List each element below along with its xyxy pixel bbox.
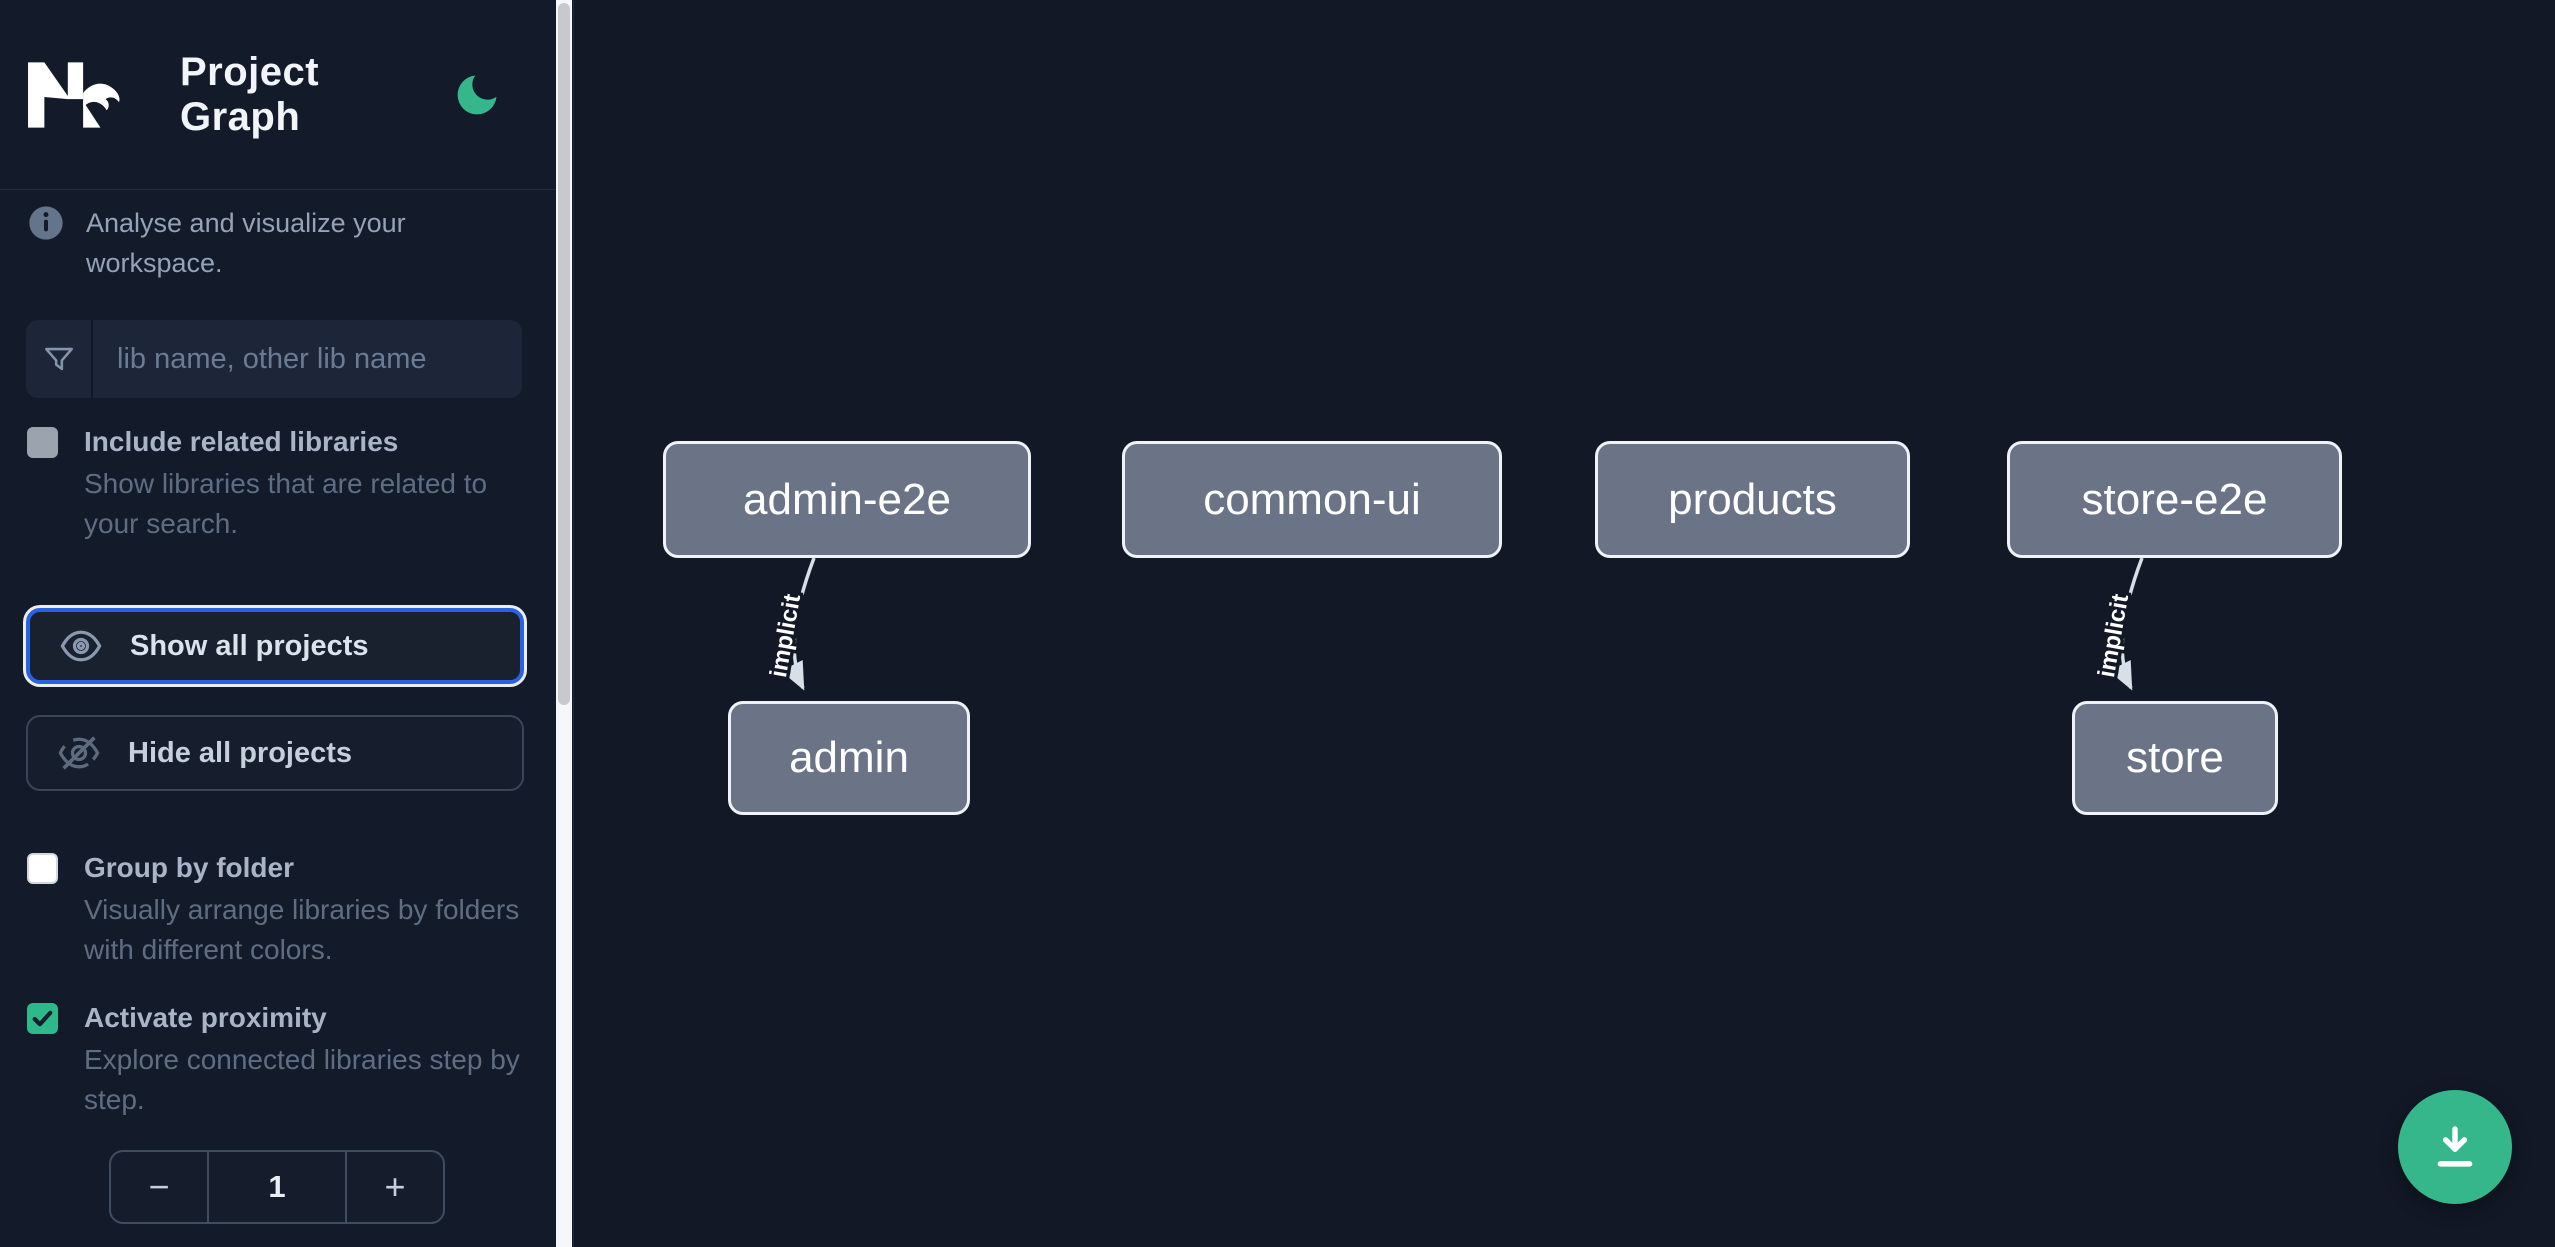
theme-toggle-button[interactable] <box>449 66 506 124</box>
graph-edges: implicit implicit <box>762 557 2144 691</box>
sidebar: Project Graph Analyse and visualize your… <box>0 0 573 1247</box>
toggle-label: Group by folder <box>84 852 294 883</box>
sidebar-header: Project Graph <box>0 0 556 190</box>
toggle-activate-proximity: Activate proximity Explore connected lib… <box>27 1000 527 1120</box>
download-image-button[interactable] <box>2398 1090 2512 1204</box>
info-text: Analyse and visualize your workspace. <box>86 208 406 278</box>
toggle-description: Visually arrange libraries by folders wi… <box>84 894 520 965</box>
decrement-button[interactable]: − <box>111 1152 207 1222</box>
activate-proximity-checkbox[interactable] <box>27 1003 58 1034</box>
toggle-label: Include related libraries <box>84 426 399 457</box>
toggle-description: Explore connected libraries step by step… <box>84 1044 520 1115</box>
checkmark-icon <box>32 1010 53 1027</box>
show-all-projects-button[interactable]: Show all projects <box>26 608 524 684</box>
include-related-checkbox[interactable] <box>27 427 58 458</box>
graph-canvas[interactable]: implicit implicit admin-e2e common-ui pr… <box>573 0 2555 1247</box>
graph-node-admin[interactable]: admin <box>728 701 970 815</box>
graph-node-admin-e2e[interactable]: admin-e2e <box>663 441 1031 558</box>
graph-node-store-e2e[interactable]: store-e2e <box>2007 441 2342 558</box>
proximity-depth-value: 1 <box>207 1152 347 1222</box>
eye-icon <box>60 630 102 662</box>
show-all-projects-label: Show all projects <box>130 629 369 662</box>
toggle-include-related: Include related libraries Show libraries… <box>27 424 527 544</box>
filter-funnel-icon <box>26 320 93 398</box>
hide-all-projects-label: Hide all projects <box>128 736 353 769</box>
moon-icon <box>457 75 497 114</box>
search-input[interactable] <box>93 320 522 398</box>
toggle-group-by-folder: Group by folder Visually arrange librari… <box>27 850 527 970</box>
edge-label-implicit: implicit <box>765 592 806 679</box>
eye-off-icon <box>58 736 100 770</box>
toggle-description: Show libraries that are related to your … <box>84 468 488 539</box>
search-box <box>26 320 522 398</box>
edge-store-e2e-to-store <box>2108 557 2144 691</box>
graph-node-common-ui[interactable]: common-ui <box>1122 441 1502 558</box>
info-icon <box>29 206 63 240</box>
toggle-label: Activate proximity <box>84 1002 327 1033</box>
edge-admin-e2e-to-admin <box>780 557 816 691</box>
download-icon <box>2437 1126 2473 1167</box>
graph-node-store[interactable]: store <box>2072 701 2278 815</box>
sidebar-scrollbar-thumb[interactable] <box>558 3 570 705</box>
graph-node-products[interactable]: products <box>1595 441 1910 558</box>
hide-all-projects-button[interactable]: Hide all projects <box>26 715 524 791</box>
increment-button[interactable]: + <box>347 1152 443 1222</box>
workspace-info: Analyse and visualize your workspace. <box>26 203 526 283</box>
proximity-depth-stepper: − 1 + <box>109 1150 445 1224</box>
page-title: Project Graph <box>180 49 320 139</box>
sidebar-scrollbar[interactable] <box>556 0 572 1247</box>
group-by-folder-checkbox[interactable] <box>27 853 58 884</box>
nx-logo-icon <box>28 61 120 128</box>
edge-label-implicit: implicit <box>2093 592 2134 679</box>
